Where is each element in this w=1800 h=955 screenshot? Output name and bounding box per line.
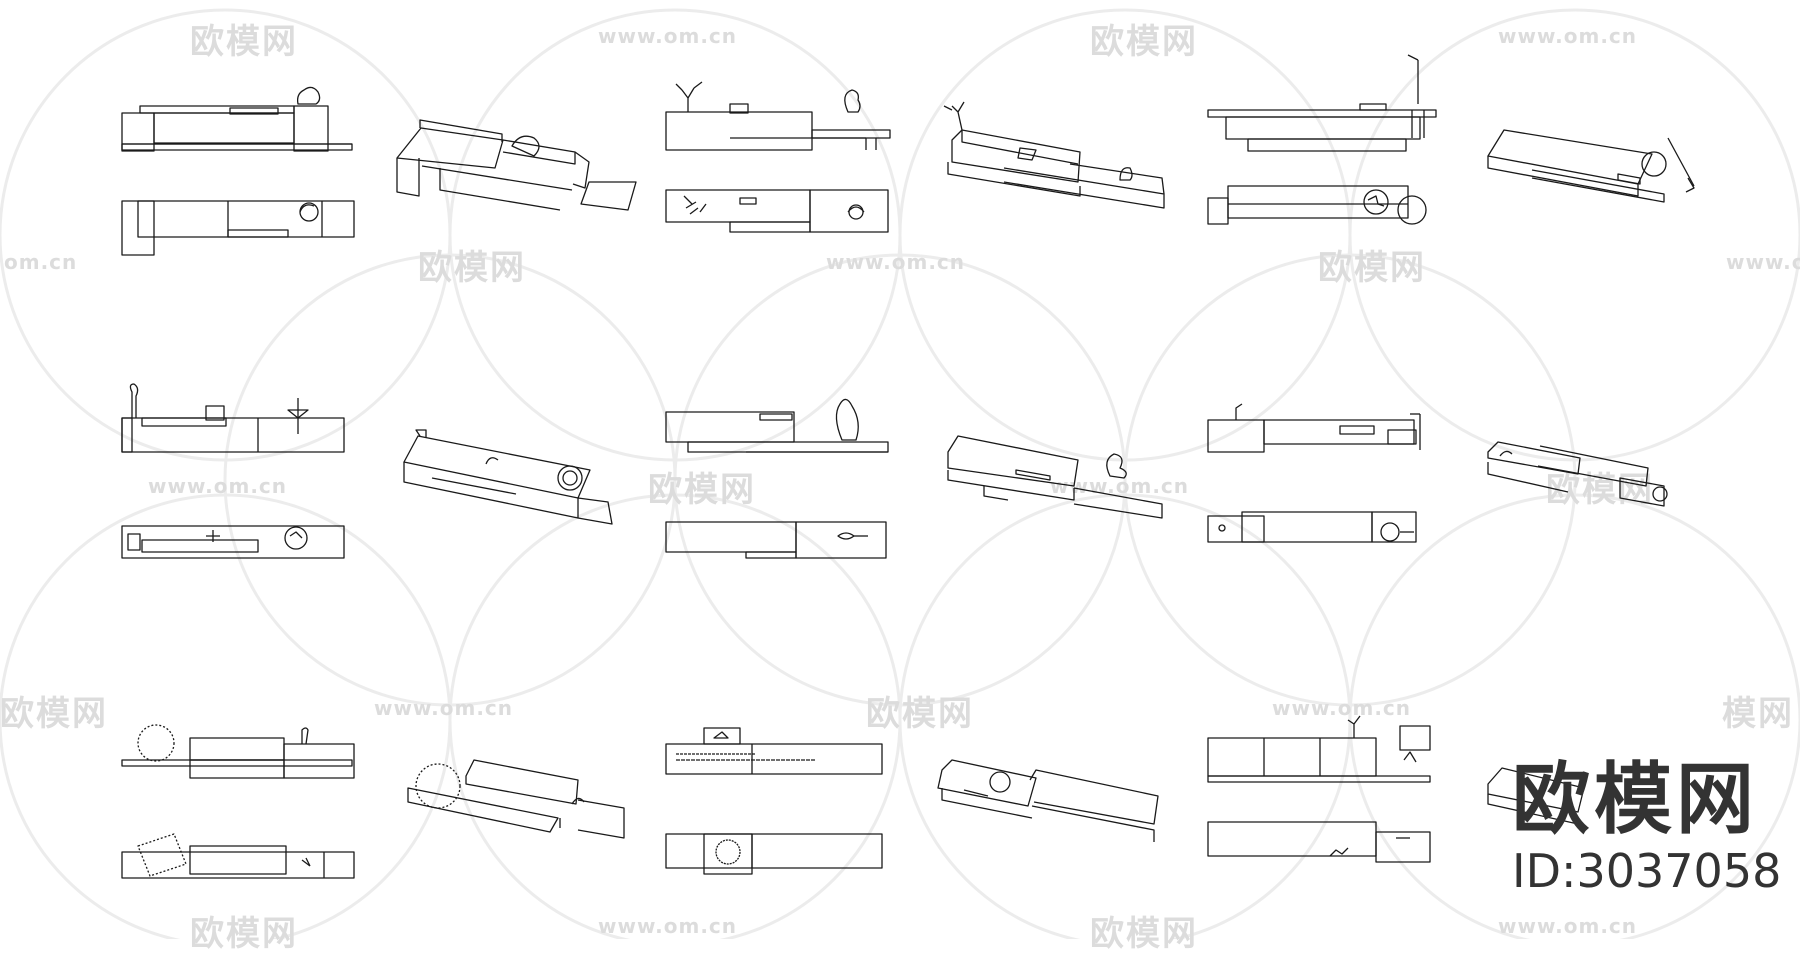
- set-6-isometric: [1487, 129, 1695, 203]
- set-7-plan: [121, 525, 345, 559]
- brand-mark: 欧模网 ID:3037058: [1512, 760, 1781, 896]
- set-3-elevation: [665, 81, 891, 151]
- set-17-plan: [1207, 821, 1431, 863]
- set-5-plan: [1207, 185, 1427, 225]
- watermark-brand-fragment: 模网: [1722, 694, 1794, 734]
- set-18-isometric: [1487, 767, 1585, 825]
- set-11-plan: [1207, 511, 1417, 543]
- set-5-elevation: [1207, 54, 1437, 152]
- set-13-plan: [121, 833, 355, 879]
- watermark-url: www.om.cn: [1726, 250, 1800, 274]
- watermark-url: www.om.cn: [148, 474, 288, 498]
- model-id-label: ID:3037058: [1512, 844, 1782, 898]
- watermark-url: www.om.cn: [1498, 24, 1638, 48]
- set-17-elevation: [1207, 715, 1431, 783]
- set-9-plan: [665, 521, 887, 559]
- watermark-url: www.om.cn: [598, 914, 738, 938]
- watermark-url: www.om.cn: [374, 696, 514, 720]
- set-4-isometric: [943, 101, 1165, 209]
- set-1-plan: [121, 200, 355, 256]
- set-10-isometric: [947, 435, 1163, 519]
- set-7-elevation: [121, 383, 345, 453]
- set-8-isometric: [403, 429, 613, 525]
- watermark-url: www.om.cn: [1498, 914, 1638, 938]
- set-1-elevation: [121, 86, 353, 152]
- set-2-isometric: [396, 119, 637, 211]
- set-12-isometric: [1487, 441, 1668, 507]
- watermark-url: www.om.cn: [598, 24, 738, 48]
- brand-name: 欧模网: [1512, 755, 1759, 845]
- set-15-elevation: [665, 727, 883, 775]
- watermark-url: www.om.cn: [1272, 696, 1412, 720]
- set-16-isometric: [937, 759, 1159, 842]
- set-15-plan: [665, 833, 883, 875]
- watermark-brand: 欧模网: [418, 248, 526, 288]
- set-14-isometric: [407, 759, 625, 839]
- watermark-url: www.om.cn: [826, 250, 966, 274]
- set-13-elevation: [121, 724, 355, 779]
- set-3-plan: [665, 189, 889, 233]
- watermark-brand: 欧模网: [0, 694, 108, 734]
- set-11-elevation: [1207, 403, 1421, 453]
- watermark-brand: 欧模网: [648, 470, 756, 510]
- watermark-brand: 欧模网: [1318, 248, 1426, 288]
- watermark-url-fragment: om.cn: [4, 250, 78, 274]
- watermark-brand: 欧模网: [190, 22, 298, 62]
- set-9-elevation: [665, 398, 889, 453]
- watermark-brand: 欧模网: [866, 694, 974, 734]
- watermark-brand: 欧模网: [1090, 22, 1198, 62]
